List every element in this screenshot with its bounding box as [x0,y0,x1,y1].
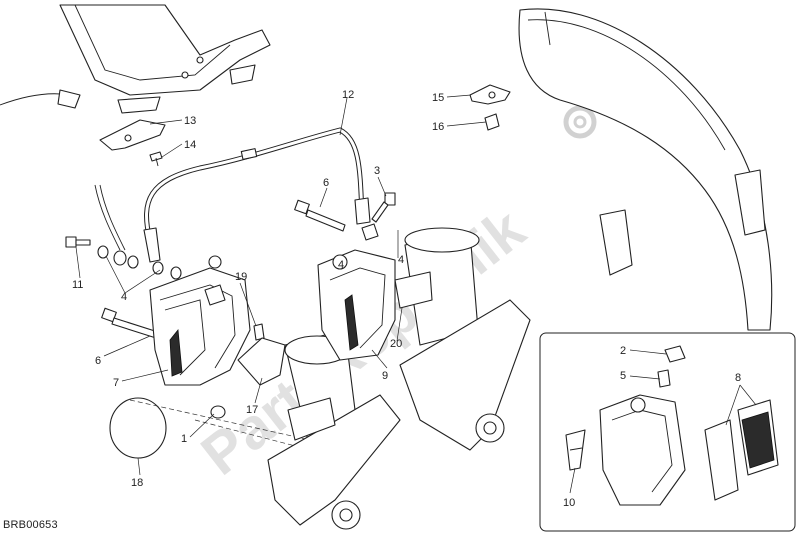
detail-inset [539,332,796,532]
callout-20: 20 [390,338,402,350]
screw-14 [149,151,163,167]
callout-10: 10 [563,497,575,509]
callout-16: 16 [432,121,444,133]
brake-hose-12 [143,127,371,263]
callout-17: 17 [246,404,258,416]
callout-4b: 4 [121,291,127,303]
ring-1 [210,405,226,419]
nut-16 [484,113,500,131]
fork-leg-right [394,227,531,451]
hose-bracket-13 [99,119,166,151]
callout-6-right: 6 [323,177,329,189]
callout-3: 3 [374,165,380,177]
washer [170,266,182,280]
washer [127,255,139,269]
callout-19: 19 [235,271,247,283]
washer [97,245,109,259]
callout-8: 8 [735,372,741,384]
callout-4a: 4 [398,254,404,266]
washer [152,261,164,275]
bleed-screw-19 [253,323,265,341]
callout-5: 5 [620,370,626,382]
callout-4c: 4 [338,259,344,271]
caliper-bolt-6-right [294,199,346,232]
callout-18: 18 [131,477,143,489]
frame-section [0,4,271,114]
diagram-code: BRB00653 [3,519,58,531]
bleed-valve-3 [361,192,396,241]
gear-icon [563,105,597,139]
callout-9: 9 [382,370,388,382]
callout-6-left: 6 [95,355,101,367]
washer [113,250,127,266]
brake-caliper-7-left [149,255,251,386]
callout-1: 1 [181,433,187,445]
front-fender [518,8,773,331]
banjo-bolt-11 [65,236,91,248]
caliper-bolt-6-left [101,307,159,339]
pad-pin-clip-17 [237,337,286,386]
callout-11: 11 [72,279,83,291]
callout-labels: 1 2 3 4 4 4 5 6 6 7 8 9 10 11 12 13 14 1… [72,89,741,509]
callout-2: 2 [620,345,626,357]
brake-caliper-9-right [317,249,396,361]
callout-7: 7 [113,377,119,389]
callout-12: 12 [342,89,354,101]
cable-clip-15 [469,84,511,105]
callout-15: 15 [432,92,444,104]
callout-14: 14 [184,139,196,151]
fork-leg-left [267,329,401,530]
callout-13: 13 [184,115,196,127]
cover-cap-18 [109,397,167,459]
leader-lines [75,94,757,494]
